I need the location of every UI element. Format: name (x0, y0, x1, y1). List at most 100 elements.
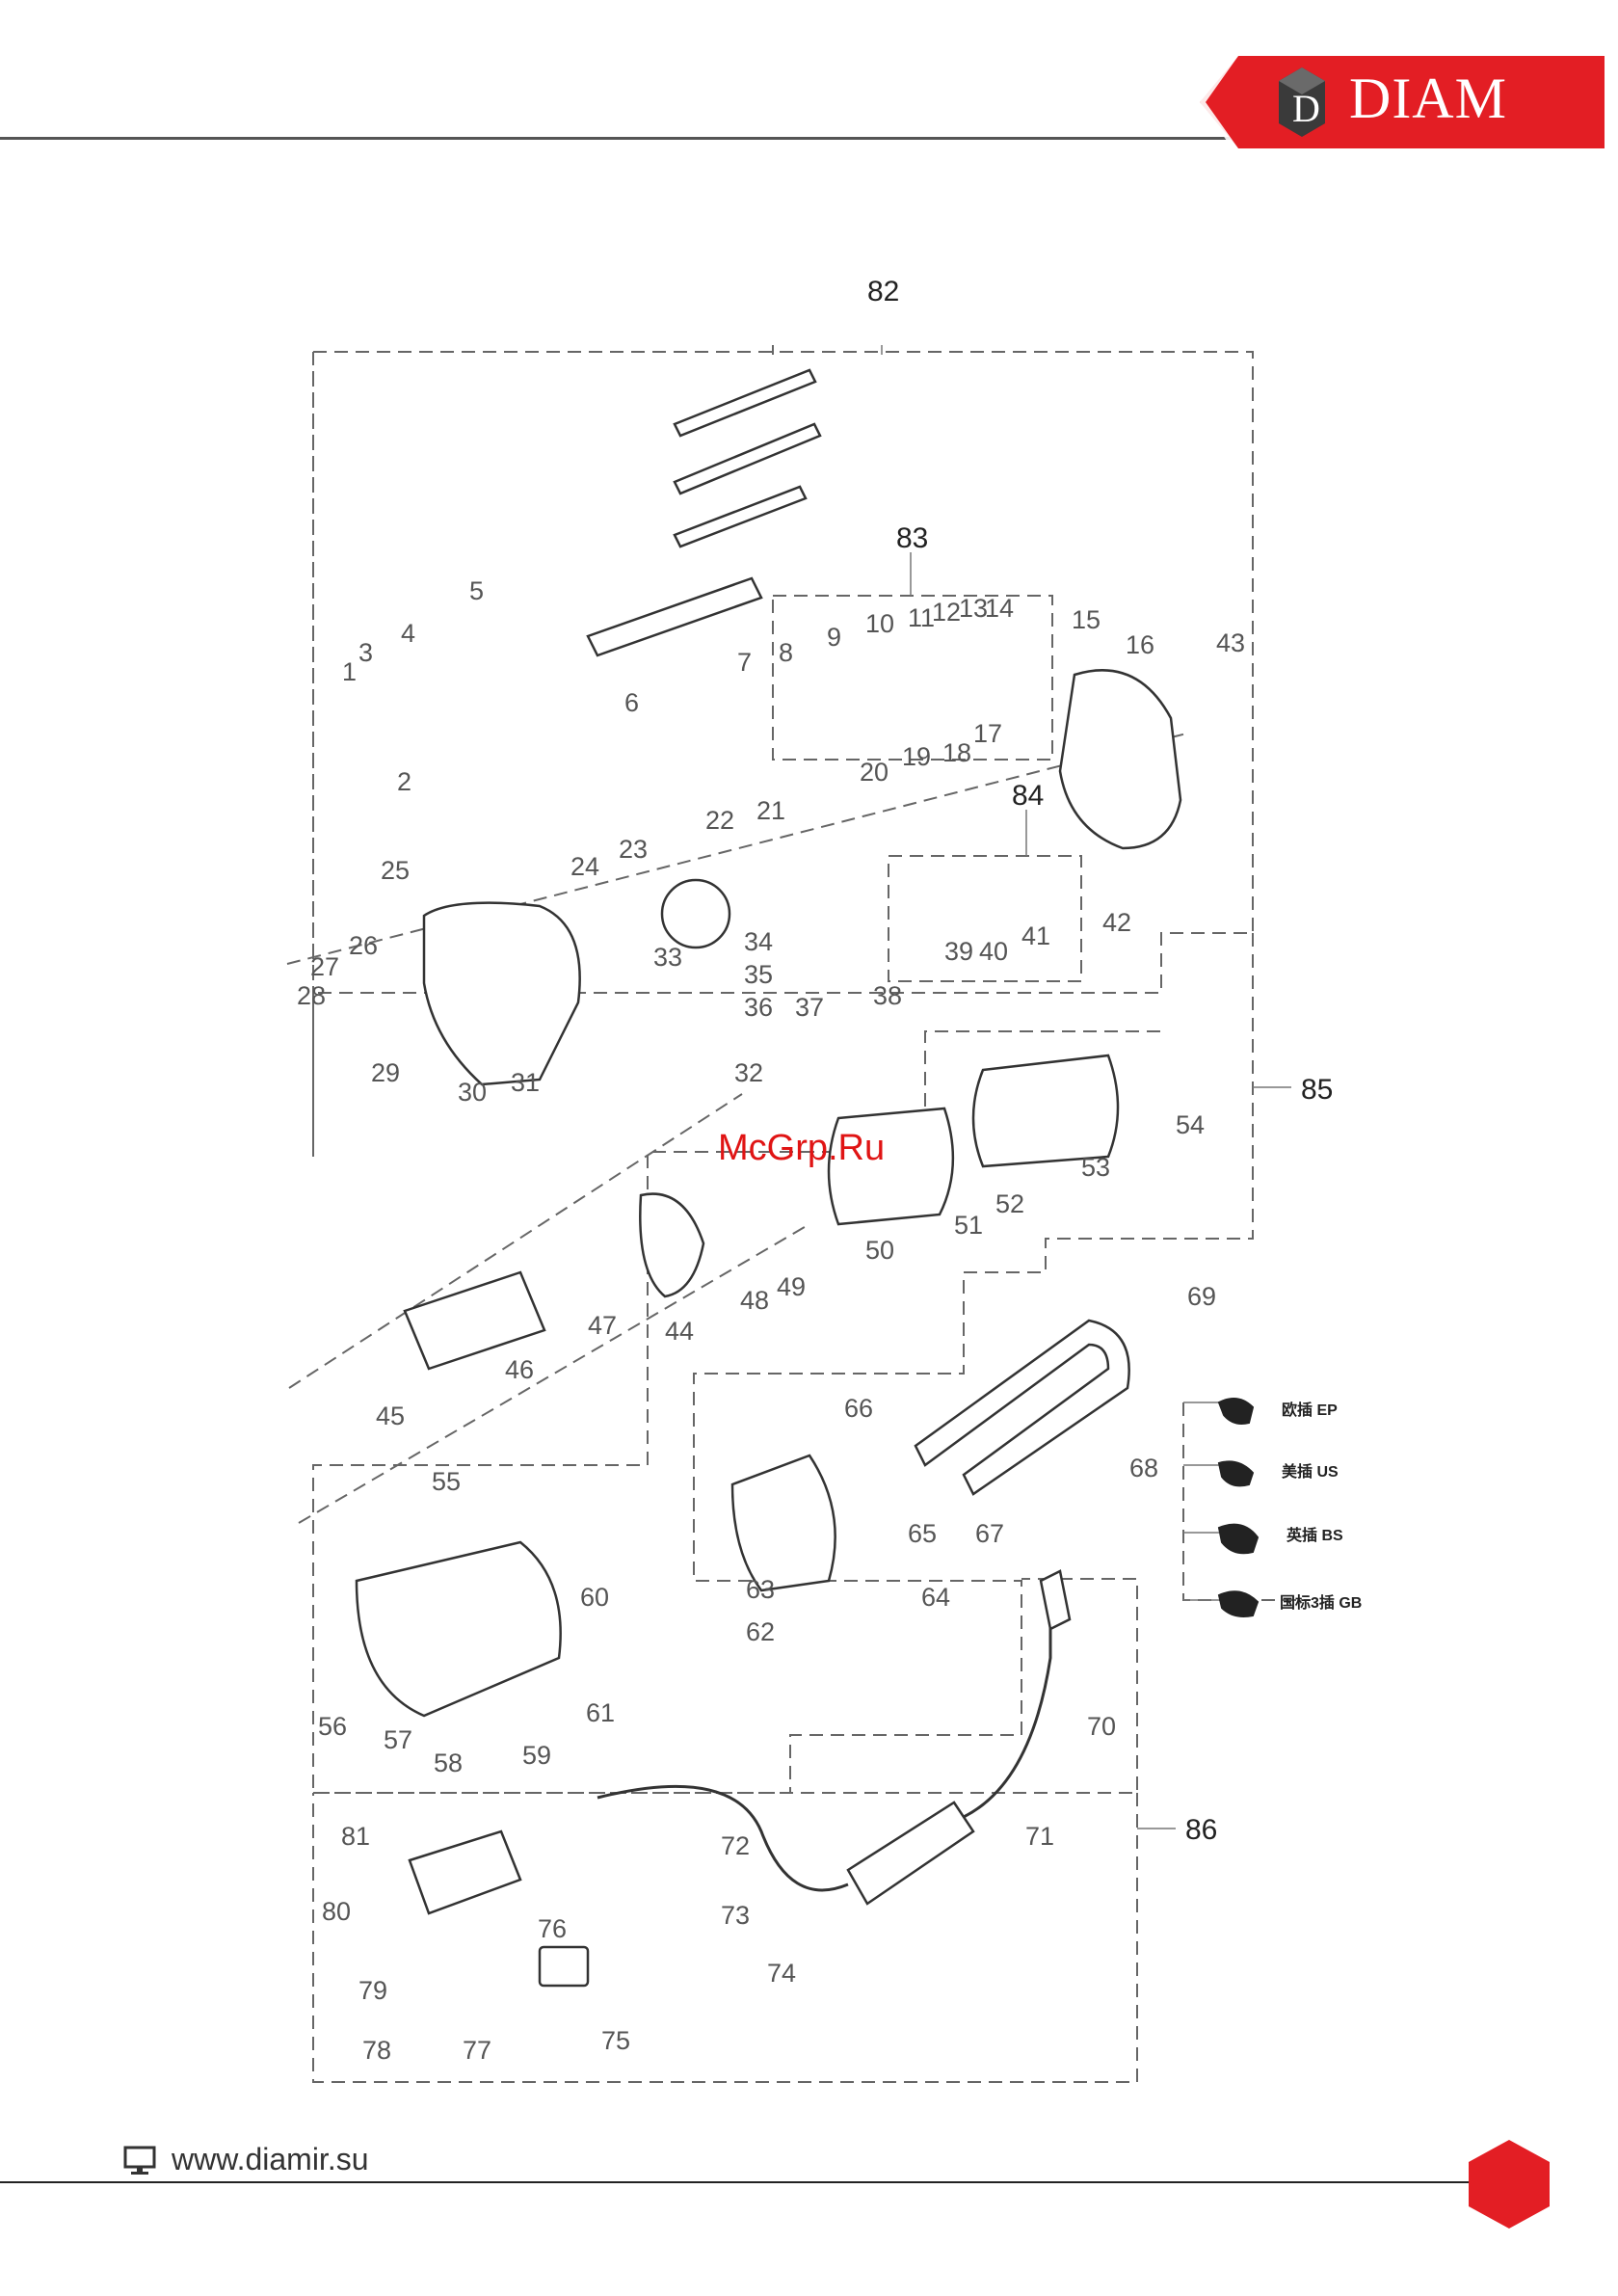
part-label-26: 26 (349, 931, 378, 960)
part-label-25: 25 (381, 856, 410, 885)
group-82-outline (312, 351, 1254, 1157)
part-label-28: 28 (297, 981, 326, 1010)
watermark-text: McGrp.Ru (718, 1128, 886, 1168)
part-label-33: 33 (653, 943, 682, 972)
part-label-11: 11 (908, 603, 935, 632)
part-label-52: 52 (995, 1189, 1024, 1218)
gearbox-housing (422, 901, 581, 1086)
plug-label-ep: 欧插 EP (1282, 1401, 1338, 1419)
part-label-44: 44 (665, 1317, 694, 1346)
part-label-69: 69 (1187, 1282, 1216, 1311)
part-label-17: 17 (973, 719, 1002, 748)
group-label-84: 84 (1012, 780, 1044, 812)
part-label-47: 47 (588, 1311, 617, 1340)
header-rule (0, 137, 1253, 140)
part-label-34: 34 (744, 927, 773, 956)
part-label-74: 74 (767, 1959, 796, 1988)
part-label-59: 59 (522, 1741, 551, 1770)
field-housing-51 (827, 1107, 955, 1226)
part-label-50: 50 (865, 1236, 894, 1265)
part-label-65: 65 (908, 1519, 937, 1548)
plug-bs-icon (1217, 1523, 1260, 1555)
part-label-77: 77 (463, 2036, 491, 2065)
part-label-12: 12 (932, 598, 961, 627)
part-label-72: 72 (721, 1831, 750, 1860)
part-label-75: 75 (601, 2026, 630, 2055)
part-label-49: 49 (777, 1272, 806, 1301)
gear-cover (1058, 669, 1182, 850)
part-label-37: 37 (795, 993, 824, 1022)
part-label-18: 18 (942, 738, 971, 767)
part-label-43: 43 (1216, 628, 1245, 657)
part-label-39: 39 (944, 937, 973, 966)
part-label-60: 60 (580, 1583, 609, 1612)
power-cable (597, 1600, 1052, 1892)
part-label-6: 6 (624, 688, 639, 717)
svg-text:D: D (1292, 87, 1320, 130)
plug-label-bs: 英插 BS (1286, 1526, 1343, 1544)
part-label-38: 38 (873, 981, 902, 1010)
part-label-57: 57 (384, 1725, 412, 1754)
part-label-14: 14 (985, 594, 1014, 623)
part-label-2: 2 (397, 767, 411, 796)
shaft-variant-2 (673, 422, 822, 495)
stator-53 (971, 1054, 1120, 1168)
hexagon-badge-icon (1469, 2140, 1550, 2229)
part-label-4: 4 (401, 619, 415, 648)
part-label-79: 79 (358, 1976, 387, 2005)
part-label-40: 40 (979, 937, 1008, 966)
part-label-53: 53 (1081, 1153, 1110, 1182)
group-label-82: 82 (867, 276, 899, 307)
part-label-24: 24 (570, 852, 599, 881)
part-label-29: 29 (371, 1058, 400, 1087)
footer-rule (0, 2181, 1503, 2183)
gear-22 (660, 878, 731, 949)
part-label-66: 66 (844, 1394, 873, 1423)
part-label-51: 51 (954, 1211, 983, 1240)
monitor-icon (123, 2146, 156, 2175)
part-label-78: 78 (362, 2036, 391, 2065)
part-label-48: 48 (740, 1286, 769, 1315)
handle-69 (914, 1319, 1130, 1496)
motor-housing-56 (355, 1540, 562, 1718)
part-label-42: 42 (1102, 908, 1131, 937)
switch-75 (538, 1945, 590, 1988)
part-label-16: 16 (1126, 630, 1154, 659)
part-label-10: 10 (865, 609, 894, 638)
part-label-21: 21 (756, 796, 785, 825)
part-label-27: 27 (310, 952, 339, 981)
group-83-outline (772, 595, 1053, 761)
brand-name: DIAM (1349, 67, 1507, 130)
part-label-68: 68 (1129, 1454, 1158, 1482)
part-label-3: 3 (358, 638, 373, 667)
part-label-23: 23 (619, 835, 648, 864)
part-label-22: 22 (705, 806, 734, 835)
part-label-70: 70 (1087, 1712, 1116, 1741)
part-label-71: 71 (1025, 1822, 1054, 1851)
fan-cover-64 (730, 1454, 836, 1592)
plug-gb-icon (1217, 1590, 1260, 1617)
plug-us-icon (1217, 1460, 1255, 1487)
part-label-30: 30 (458, 1078, 487, 1107)
switch-box-81 (408, 1829, 522, 1915)
group-84-outline (888, 855, 1082, 982)
plug-label-us: 美插 US (1282, 1462, 1339, 1481)
part-label-5: 5 (469, 576, 484, 605)
part-label-67: 67 (975, 1519, 1004, 1548)
part-label-35: 35 (744, 960, 773, 989)
part-label-32: 32 (734, 1058, 763, 1087)
part-label-15: 15 (1072, 605, 1101, 634)
footer-link[interactable]: www.diamir.su (172, 2142, 369, 2176)
part-label-62: 62 (746, 1617, 775, 1646)
group-85-outline (312, 933, 1254, 1794)
brand-logo: D (1200, 56, 1605, 148)
part-label-41: 41 (1021, 921, 1050, 950)
part-label-45: 45 (376, 1402, 405, 1430)
main-shaft (586, 576, 763, 657)
part-label-20: 20 (860, 758, 889, 787)
part-label-56: 56 (318, 1712, 347, 1741)
group-label-86: 86 (1185, 1814, 1217, 1846)
